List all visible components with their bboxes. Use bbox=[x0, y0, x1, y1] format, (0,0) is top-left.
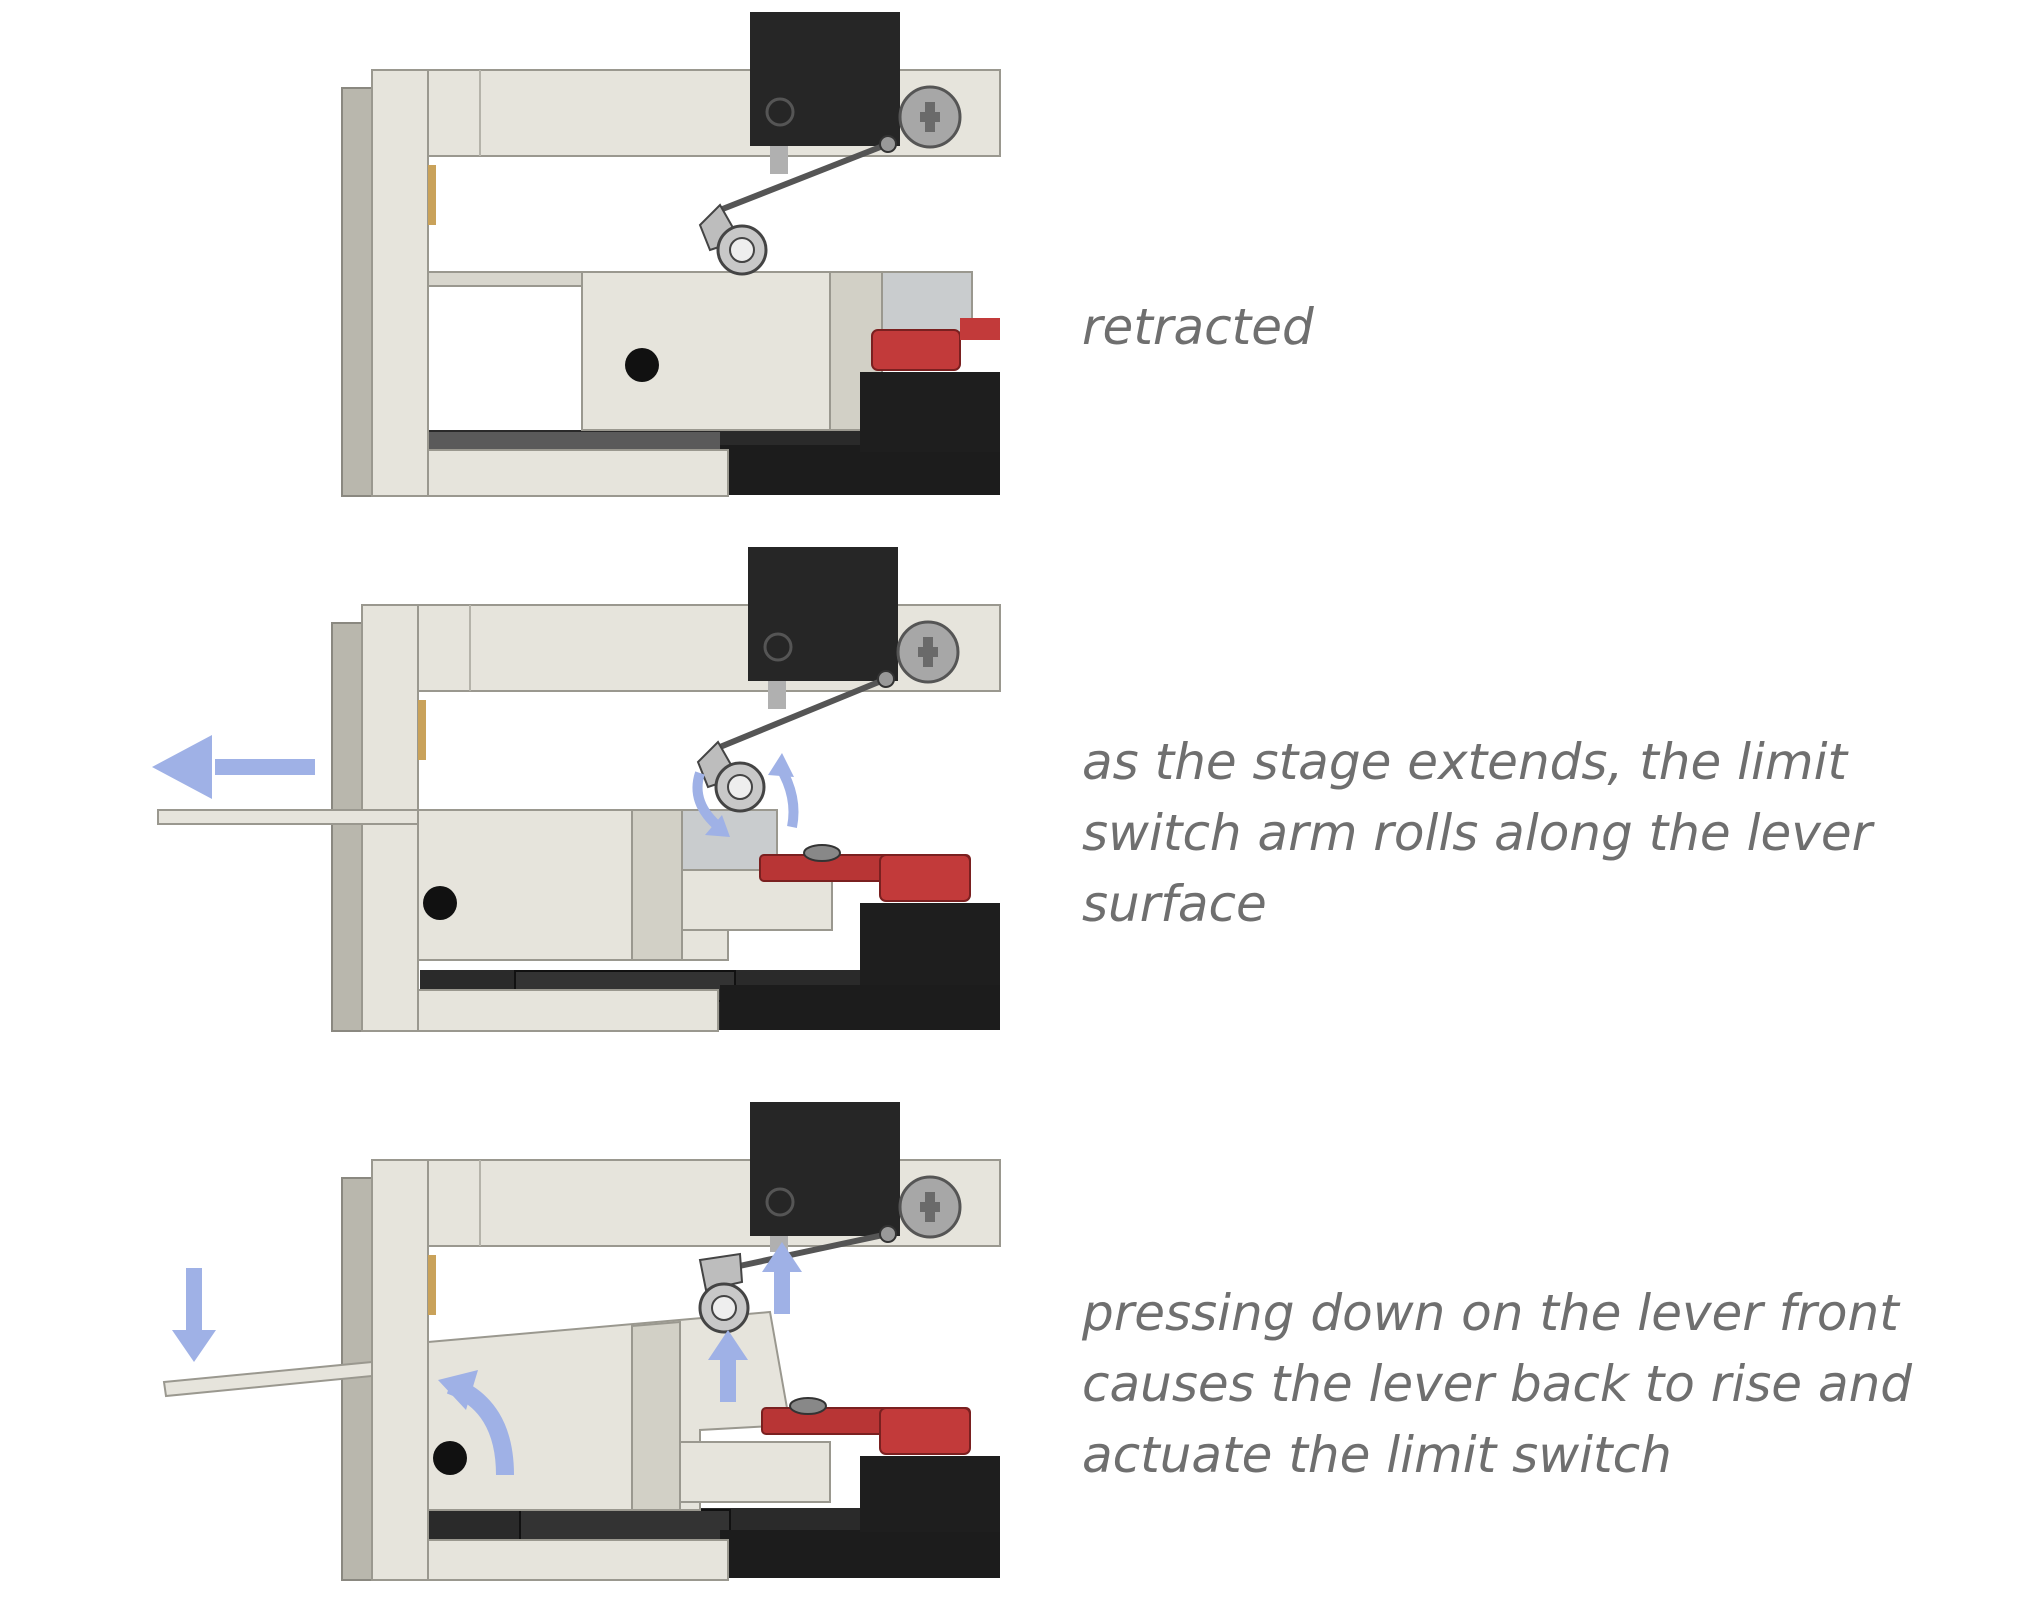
retracted-mechanism-illustration bbox=[341, 12, 1001, 497]
lever-back-metal bbox=[881, 271, 973, 333]
lever-pivot-hole bbox=[625, 348, 659, 382]
red-adjuster bbox=[871, 329, 961, 371]
caption-line: pressing down on the lever front bbox=[1082, 1284, 1899, 1342]
rotation-arrow-left-icon bbox=[692, 771, 724, 832]
lever-block-side bbox=[631, 809, 683, 961]
limit-switch-body bbox=[750, 12, 900, 146]
screw-icon bbox=[898, 85, 962, 149]
caption-line: actuate the limit switch bbox=[1082, 1426, 1672, 1484]
frame-vertical-plate bbox=[331, 622, 363, 1032]
switch-arm bbox=[718, 676, 888, 750]
caption-line: surface bbox=[1082, 875, 1267, 933]
caption-pressed: pressing down on the lever front causes … bbox=[1082, 1278, 1982, 1491]
brass-tab bbox=[428, 1255, 436, 1315]
pressed-mechanism-illustration bbox=[162, 1102, 1001, 1581]
panel-extending: as the stage extends, the limit switch a… bbox=[0, 535, 2042, 1045]
panel-retracted: retracted bbox=[0, 0, 2042, 510]
arrow-icon bbox=[762, 1242, 802, 1314]
lever-pivot-hole bbox=[433, 1441, 467, 1475]
black-post bbox=[860, 1456, 1000, 1532]
black-post bbox=[860, 903, 1000, 985]
switch-plunger bbox=[768, 681, 786, 709]
brass-tab bbox=[428, 165, 436, 225]
caption-extending: as the stage extends, the limit switch a… bbox=[1082, 727, 1982, 940]
caption-line: retracted bbox=[1082, 298, 1314, 356]
lever-pivot-hole bbox=[423, 886, 457, 920]
caption-line: causes the lever back to rise and bbox=[1082, 1355, 1913, 1413]
stage-rod bbox=[157, 809, 419, 825]
limit-switch-body bbox=[750, 1102, 900, 1236]
screw-icon bbox=[896, 620, 960, 684]
caption-line: switch arm rolls along the lever bbox=[1082, 804, 1873, 862]
base-block-right bbox=[720, 1530, 1000, 1578]
base-rail-lighter bbox=[420, 432, 720, 454]
roller-icon bbox=[698, 1282, 750, 1334]
roller-icon bbox=[714, 761, 766, 813]
panel-pressed: pressing down on the lever front causes … bbox=[0, 1090, 2042, 1600]
frame-vertical-plate bbox=[341, 87, 373, 497]
limit-switch-body bbox=[748, 547, 898, 681]
lever-block-side bbox=[631, 1320, 681, 1511]
lever-lower-block bbox=[679, 1441, 831, 1503]
stage-rod-tilted bbox=[162, 1360, 373, 1398]
base-block-right bbox=[720, 985, 1000, 1030]
roller-icon bbox=[716, 224, 768, 276]
screw-icon bbox=[898, 1175, 962, 1239]
switch-plunger bbox=[770, 146, 788, 174]
black-post bbox=[860, 372, 1000, 452]
frame-bottom bbox=[427, 449, 729, 497]
frame-vertical-post bbox=[371, 69, 429, 497]
arrow-icon bbox=[172, 1268, 216, 1362]
switch-arm bbox=[729, 1231, 889, 1271]
frame-bottom bbox=[427, 1539, 729, 1581]
caption-line: as the stage extends, the limit bbox=[1082, 733, 1848, 791]
base-block-right bbox=[720, 445, 1000, 495]
arrow-icon bbox=[152, 735, 315, 799]
brass-tab bbox=[418, 700, 426, 760]
arrow-icon bbox=[708, 1330, 748, 1402]
switch-arm bbox=[718, 141, 890, 213]
extending-mechanism-illustration bbox=[152, 547, 1001, 1032]
frame-top-arm bbox=[417, 604, 1001, 692]
caption-retracted: retracted bbox=[1082, 292, 1982, 363]
frame-bottom bbox=[417, 989, 719, 1032]
frame-vertical-post bbox=[371, 1159, 429, 1581]
